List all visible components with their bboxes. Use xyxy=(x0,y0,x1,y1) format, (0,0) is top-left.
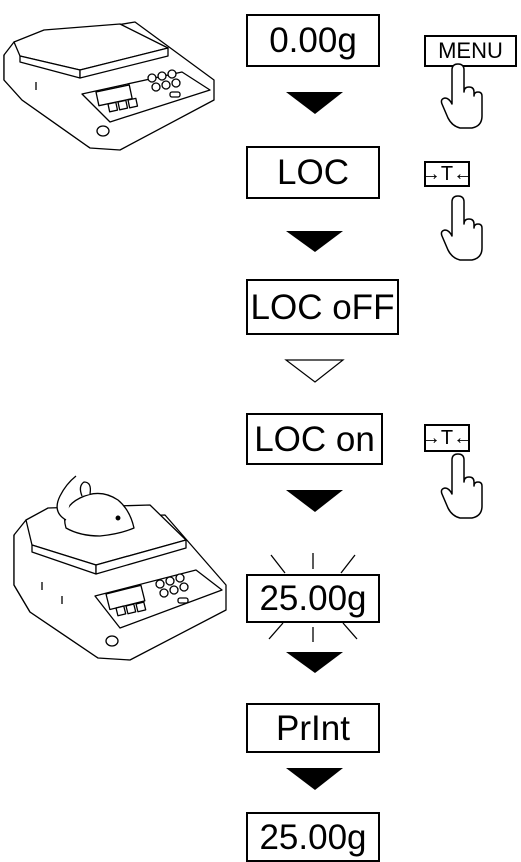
display-1: 0.00g xyxy=(246,14,380,67)
tare-key-2[interactable]: →T← xyxy=(420,424,474,452)
display-4: LOC on xyxy=(246,413,383,465)
display-5-text: 25.00g xyxy=(259,579,367,618)
arrow-down-icon xyxy=(284,359,345,383)
display-5: 25.00g xyxy=(246,574,380,623)
display-2-text: LOC xyxy=(277,153,349,192)
tare-key-1[interactable]: →T← xyxy=(420,161,474,187)
display-2: LOC xyxy=(246,146,380,199)
scale-with-mouse-icon xyxy=(13,475,227,661)
pointing-hand-icon xyxy=(440,453,483,519)
arrow-down-icon xyxy=(286,490,343,512)
tare-key-2-label: →T← xyxy=(420,427,474,449)
arrow-down-icon xyxy=(286,652,343,673)
arrow-down-icon xyxy=(286,768,343,790)
display-6: PrInt xyxy=(246,703,380,753)
menu-key-label: MENU xyxy=(438,38,503,63)
arrow-down-icon xyxy=(286,231,343,252)
pointing-hand-icon xyxy=(440,195,483,261)
arrow-down-icon xyxy=(286,92,343,114)
menu-key[interactable]: MENU xyxy=(424,35,517,67)
display-4-text: LOC on xyxy=(254,419,375,459)
display-7-text: 25.00g xyxy=(259,817,367,857)
pointing-hand-icon xyxy=(440,63,483,129)
display-1-text: 0.00g xyxy=(269,21,357,60)
tare-key-1-label: →T← xyxy=(420,163,474,185)
display-3-text: LOC oFF xyxy=(250,287,395,327)
scale-icon xyxy=(3,21,215,151)
display-3: LOC oFF xyxy=(246,279,399,335)
display-6-text: PrInt xyxy=(276,708,350,748)
flash-rays-icon xyxy=(268,553,358,642)
